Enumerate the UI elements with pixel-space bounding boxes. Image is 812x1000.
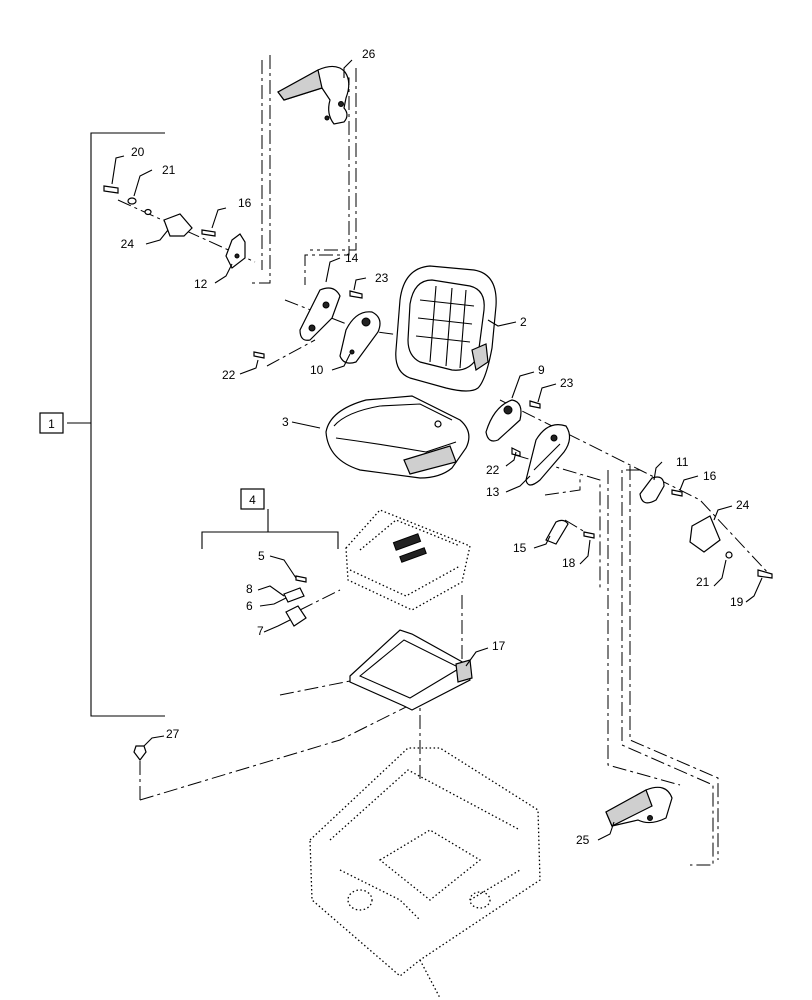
left-armrest xyxy=(277,65,350,125)
suspension-bracket: 4 xyxy=(201,488,339,549)
callout-16-right: 16 xyxy=(703,469,717,483)
callout-22-right: 22 xyxy=(486,463,500,477)
callout-17: 17 xyxy=(492,639,506,653)
machine-frame xyxy=(309,747,541,999)
callout-21-left: 21 xyxy=(162,163,176,177)
callout-23-left: 23 xyxy=(375,271,389,285)
callout-12: 12 xyxy=(194,277,208,291)
seat-cushion xyxy=(325,395,470,479)
suspension-label-box xyxy=(240,488,265,510)
callout-14: 14 xyxy=(345,251,359,265)
seat-suspension xyxy=(283,509,471,627)
callout-2: 2 xyxy=(520,315,527,329)
callout-15: 15 xyxy=(513,541,527,555)
callout-3: 3 xyxy=(282,415,289,429)
callout-6: 6 xyxy=(246,599,253,613)
callout-18: 18 xyxy=(562,556,576,570)
right-pivot-parts xyxy=(639,476,773,579)
callout-labels: 26 20 21 16 24 12 14 23 22 10 2 9 23 3 2… xyxy=(121,47,750,847)
right-hinge-parts xyxy=(485,399,571,486)
mounting-bolt xyxy=(133,745,147,761)
callout-11: 11 xyxy=(676,455,689,469)
callout-7: 7 xyxy=(257,624,264,638)
callout-27: 27 xyxy=(166,727,180,741)
callout-16-left: 16 xyxy=(238,196,252,210)
callout-21-right: 21 xyxy=(696,575,710,589)
callout-24-left: 24 xyxy=(121,237,135,251)
callout-25: 25 xyxy=(576,833,590,847)
seat-back xyxy=(395,265,497,392)
right-armrest xyxy=(605,786,673,827)
left-hinge-parts xyxy=(253,287,381,364)
callout-13: 13 xyxy=(486,485,500,499)
callout-24-right: 24 xyxy=(736,498,750,512)
callout-8: 8 xyxy=(246,582,253,596)
leader-lines xyxy=(111,59,763,841)
assembly-bracket: 1 xyxy=(39,132,165,717)
callout-20: 20 xyxy=(131,145,145,159)
callout-10: 10 xyxy=(310,363,324,377)
adjustment-lever xyxy=(545,519,595,545)
assembly-label-box xyxy=(39,412,64,434)
assembly-label: 1 xyxy=(48,417,55,431)
callout-22-left: 22 xyxy=(222,368,236,382)
callout-26: 26 xyxy=(362,47,376,61)
suspension-label: 4 xyxy=(249,493,256,507)
left-pivot-parts xyxy=(103,185,246,269)
callout-9: 9 xyxy=(538,363,545,377)
callout-23-right: 23 xyxy=(560,376,574,390)
callout-5: 5 xyxy=(258,549,265,563)
seat-base-frame xyxy=(349,629,473,711)
callout-19: 19 xyxy=(730,595,744,609)
